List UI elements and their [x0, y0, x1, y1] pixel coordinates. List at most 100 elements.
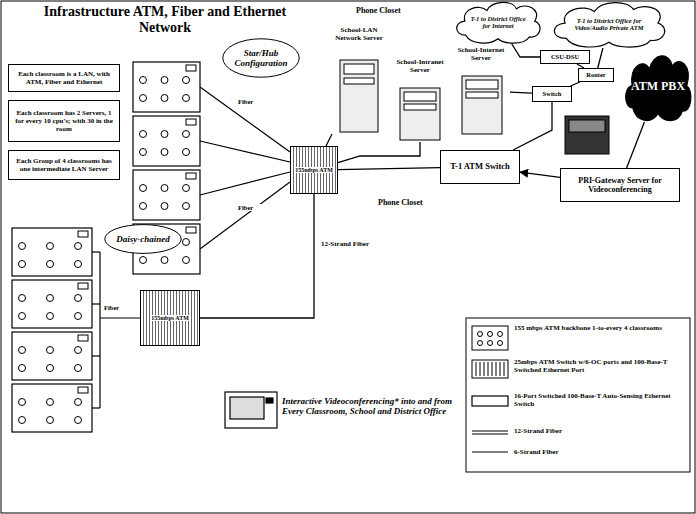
node-text: 155mbps ATM — [294, 167, 334, 174]
switch-port — [504, 362, 505, 376]
classroom-server — [78, 231, 88, 237]
legend-text: 155 mbps ATM backbone 1-to-every 4 class… — [514, 324, 684, 332]
videoconference-icon — [225, 392, 277, 428]
legend-sample-dot — [478, 341, 483, 346]
computer — [161, 149, 168, 156]
node-text: School-LAN Network Server — [330, 26, 388, 42]
fiber-wires — [92, 87, 290, 408]
computer — [183, 239, 190, 246]
node-text: School-Internet Server — [452, 46, 510, 62]
node-text: Switch — [543, 90, 562, 97]
computer — [19, 295, 26, 302]
classroom-server — [186, 173, 196, 179]
computer — [161, 95, 168, 102]
wire-label: Fiber — [104, 304, 134, 311]
computer — [140, 203, 147, 210]
atm-hub: 155mbps ATM — [290, 146, 338, 194]
computer — [140, 77, 147, 84]
computer — [161, 131, 168, 138]
computer — [75, 243, 82, 250]
computer — [140, 131, 147, 138]
node-text: School-Intranet Server — [392, 58, 448, 74]
device-box: CSU-DSU — [540, 50, 590, 64]
classroom-wall — [12, 332, 92, 380]
network-link — [200, 194, 314, 318]
computer — [161, 77, 168, 84]
drive-bay — [344, 64, 374, 74]
network-link — [627, 122, 645, 168]
server-node: School-Internet Server — [452, 46, 510, 136]
network-link — [338, 142, 420, 163]
classrooms — [12, 62, 200, 432]
node-text: Each Group of 4 classrooms has one inter… — [12, 157, 116, 173]
computer — [140, 149, 147, 156]
legend-sample-12-strand — [472, 430, 508, 431]
computer — [19, 347, 26, 354]
classroom — [12, 280, 92, 328]
area-label: Phone Closet — [378, 198, 448, 207]
node-text: T-1 to District Office for Internet — [466, 15, 530, 30]
drive-bay — [466, 92, 498, 98]
node-text: T-1 ATM Switch — [450, 162, 510, 172]
computer — [19, 313, 26, 320]
drive-bay — [466, 80, 498, 89]
switch-port — [476, 362, 477, 376]
cloud-node: T-1 to District Office for Internet — [452, 0, 544, 44]
computer — [19, 261, 26, 268]
network-link — [326, 134, 332, 146]
legend-text: 12-Strand Fiber — [514, 427, 684, 435]
node-text: Router — [586, 71, 606, 78]
classroom — [133, 116, 200, 166]
network-link — [598, 48, 603, 68]
wire — [92, 407, 100, 408]
classroom-server — [186, 65, 196, 71]
legend-sample-6-strand — [472, 452, 508, 453]
legend-frame — [466, 318, 690, 472]
legend-sample-dot — [498, 341, 503, 346]
computer — [183, 77, 190, 84]
node-text: PRI-Gateway Server for Videoconferencing — [564, 176, 676, 194]
computer — [47, 261, 54, 268]
computer — [75, 313, 82, 320]
computer — [183, 131, 190, 138]
wire — [200, 87, 290, 152]
device-box: Switch — [532, 86, 572, 102]
computer — [183, 95, 190, 102]
node-text: CSU-DSU — [551, 53, 579, 60]
legend-text: 6-Strand Fiber — [514, 448, 684, 456]
computer — [47, 295, 54, 302]
computer — [19, 417, 26, 424]
computer — [75, 399, 82, 406]
wire — [92, 355, 100, 356]
area-label: Phone Closet — [356, 6, 426, 15]
computer — [75, 347, 82, 354]
atm-hub: 155mbps ATM — [140, 290, 200, 346]
legend-sample-backbone — [472, 326, 508, 350]
classroom-wall — [12, 384, 92, 432]
classroom — [12, 332, 92, 380]
wire-label: Fiber — [238, 204, 268, 211]
classroom-wall — [12, 228, 92, 276]
computer — [161, 257, 168, 264]
computer — [47, 417, 54, 424]
legend-box — [466, 318, 690, 472]
wire-label: Fiber — [238, 98, 268, 105]
server-tower — [400, 88, 440, 140]
title: Infrastructure ATM, Fiber and Ethernet N… — [40, 4, 290, 36]
classroom-wall — [133, 116, 200, 166]
computer — [19, 399, 26, 406]
classroom-wall — [133, 170, 200, 220]
classroom-server — [78, 387, 88, 393]
computer — [47, 347, 54, 354]
note-box: Each classroom has 2 Servers, 1 for ever… — [8, 100, 120, 142]
classroom-server — [186, 227, 196, 233]
computer — [47, 365, 54, 372]
classroom — [12, 384, 92, 432]
classroom-server — [78, 283, 88, 289]
switch-port — [500, 362, 501, 376]
device-box: PRI-Gateway Server for Videoconferencing — [560, 168, 680, 202]
note-box: Each Group of 4 classrooms has one inter… — [8, 150, 120, 180]
monitor — [225, 392, 277, 428]
config-ellipse: Daisy-chained — [104, 224, 182, 254]
